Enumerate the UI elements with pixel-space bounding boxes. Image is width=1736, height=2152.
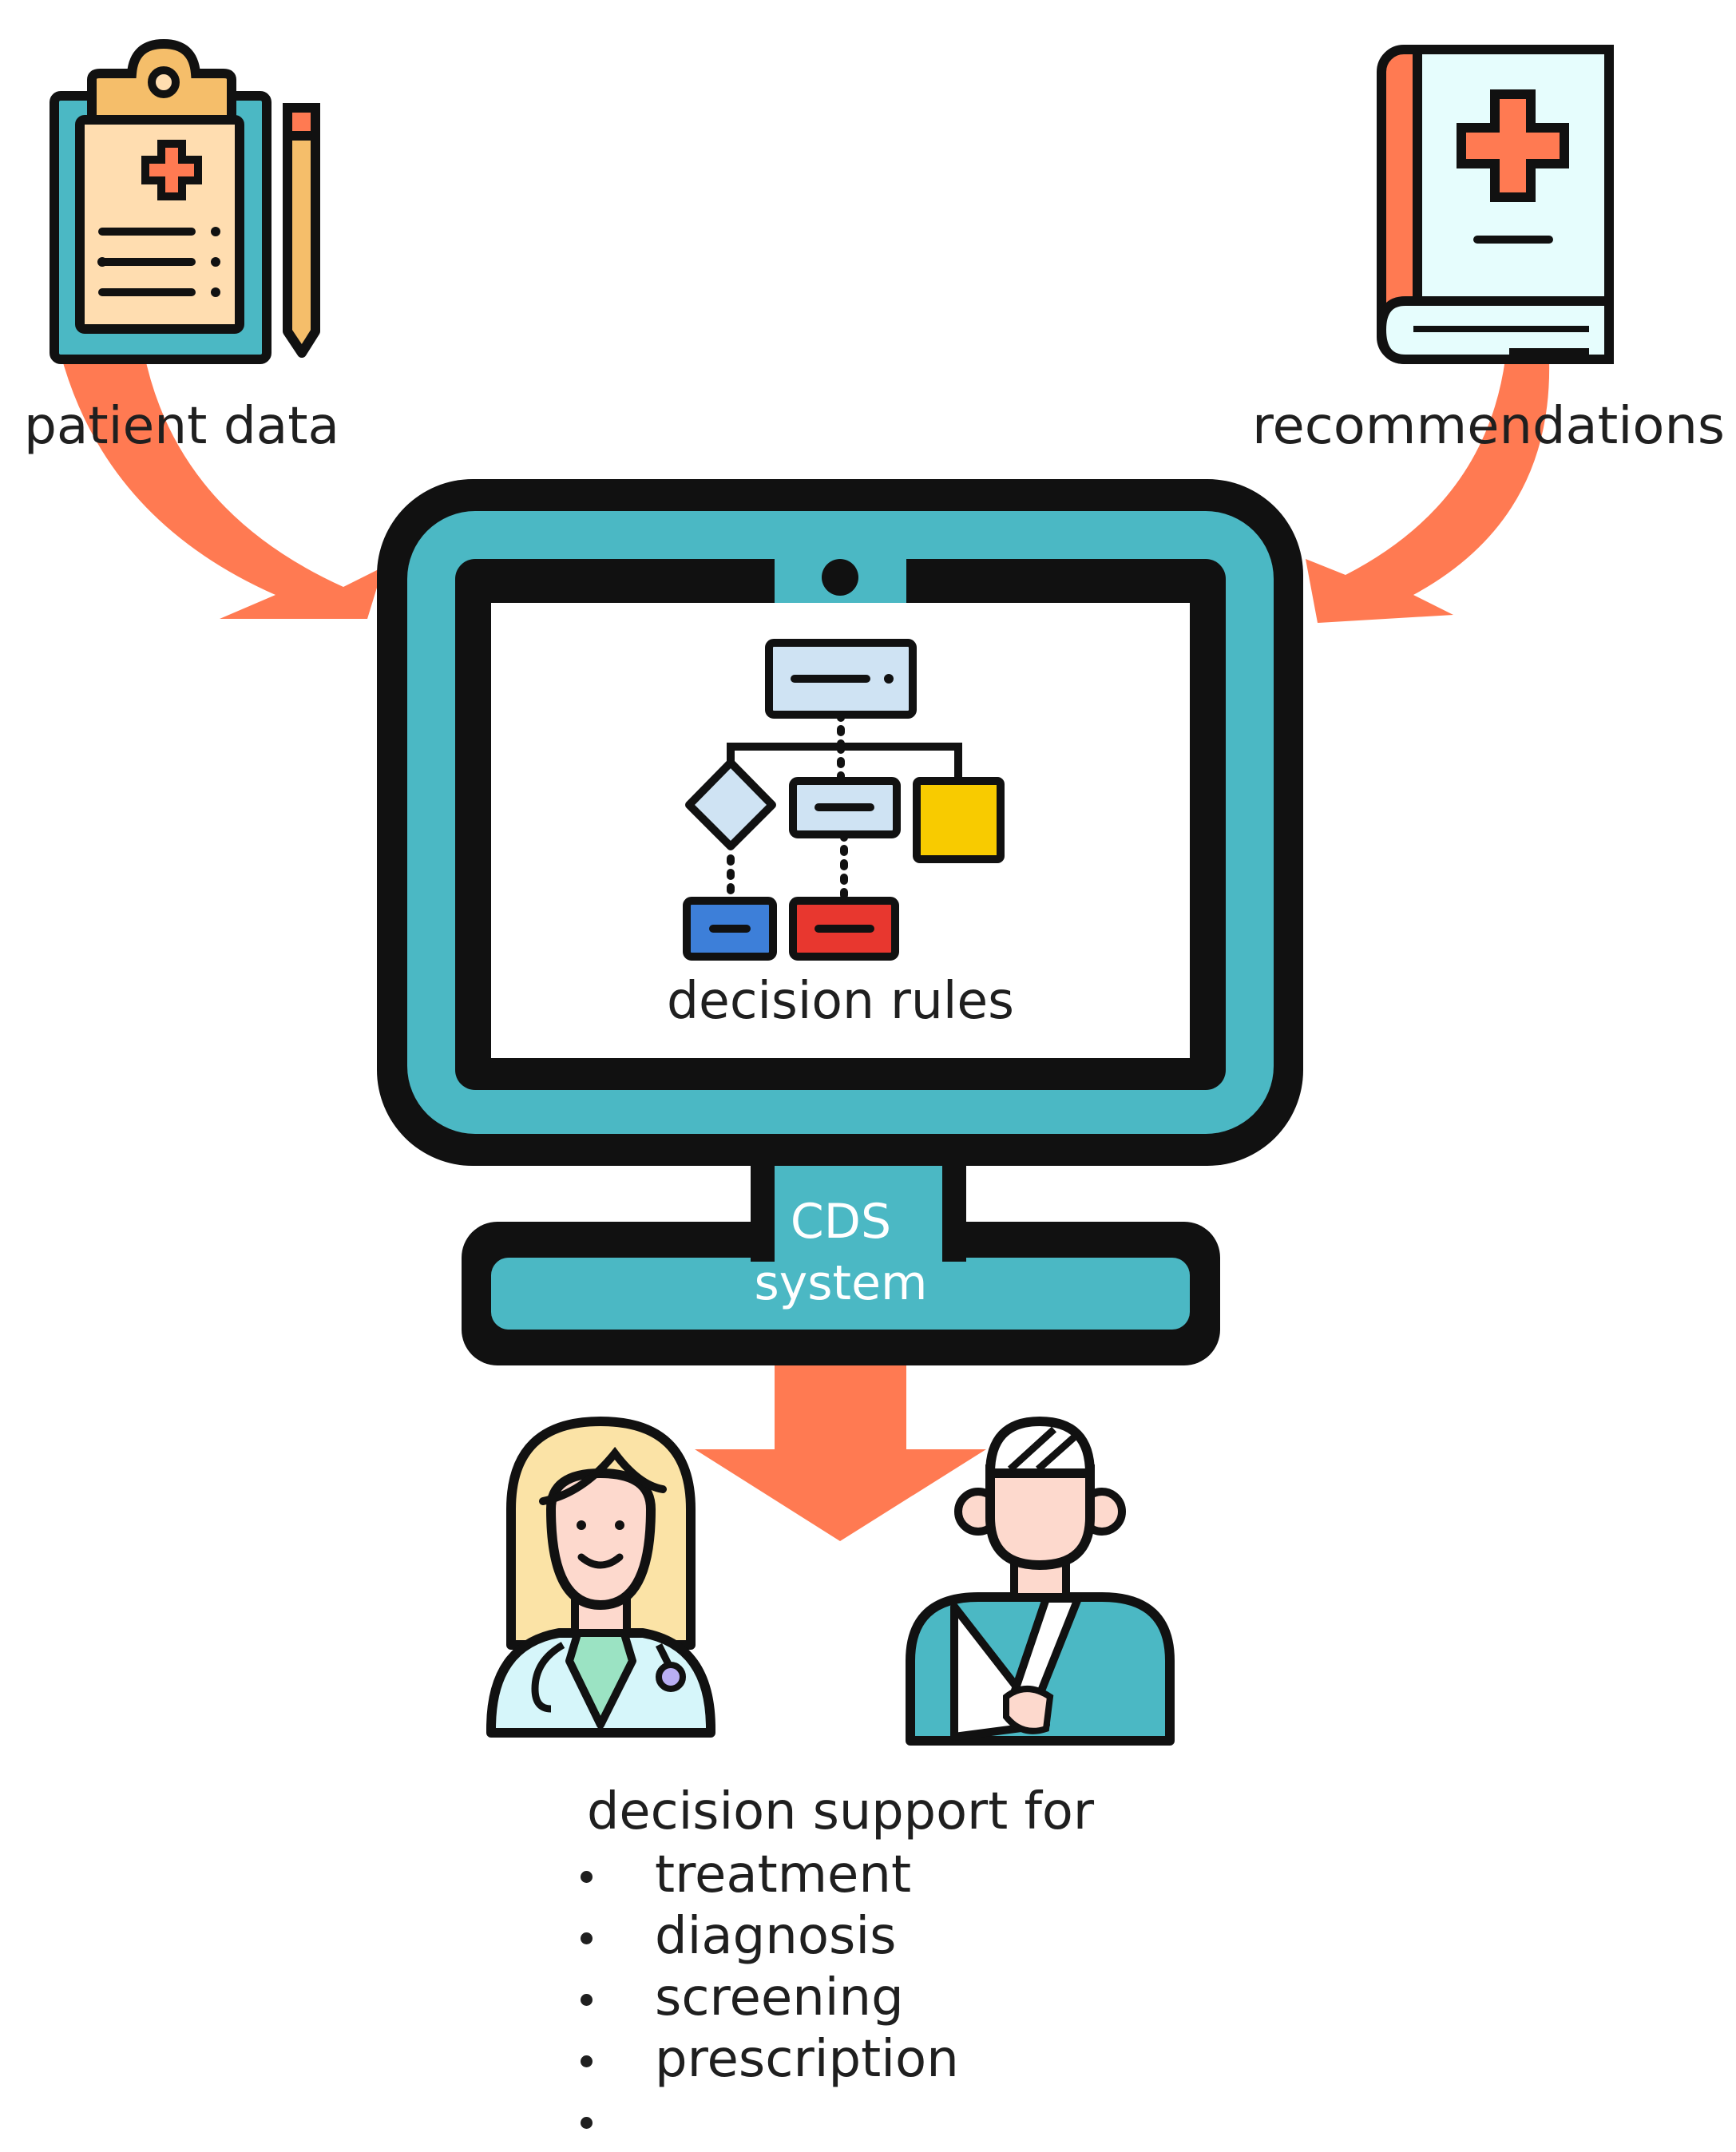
pencil-icon (283, 103, 320, 358)
decision-rules-label: decision rules (667, 972, 1014, 1031)
list-item-text: treatment (655, 1845, 912, 1904)
patient-data-label: patient data (24, 397, 339, 456)
doctor-icon (486, 1417, 715, 1738)
arrow-recommendations-to-system (1306, 359, 1550, 623)
flowchart-icon (683, 639, 1005, 961)
medical-book-icon (1376, 45, 1614, 364)
bullet-dot (581, 1994, 593, 2006)
cds-label: CDS (791, 1194, 891, 1250)
bullet-dot (581, 2117, 593, 2129)
decision-support-heading: decision support for (587, 1782, 1095, 1841)
list-item-text: prescription (655, 2030, 959, 2089)
bullet-dot (581, 2055, 593, 2067)
patient-icon (906, 1416, 1175, 1746)
list-item-text: screening (655, 1968, 904, 2027)
system-label: system (755, 1255, 928, 1311)
arrow-system-to-users (695, 1357, 986, 1541)
list-item-text: diagnosis (655, 1907, 897, 1966)
clipboard-icon (50, 38, 271, 364)
bullet-dot (581, 1932, 593, 1944)
bullet-dot (581, 1871, 593, 1883)
recommendations-label: recommendations (1252, 397, 1725, 456)
arrow-patient-to-system (60, 351, 383, 619)
